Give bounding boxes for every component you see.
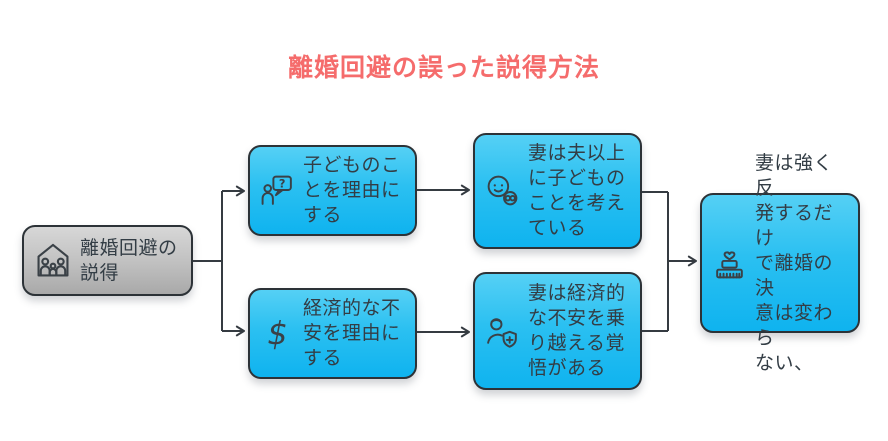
svg-text:$: $ [267,315,287,352]
family-home-icon [33,241,73,281]
mother-child-icon [484,173,521,210]
node-label: 妻は夫以上 に子どもの ことを考え ている [528,143,626,239]
node-label: 妻は経済的 な不安を乗 り越える覚 悟がある [528,283,626,379]
node-label: 経済的な不 安を理由に する [303,298,401,369]
node-reason-child: ? 子どものこ とを理由に する [248,145,417,236]
node-conclusion: 妻は強く反 発するだけ で離婚の決 意は変わら ない、 [700,153,860,374]
node-label: 子どものこ とを理由に する [303,155,401,226]
wedding-cake-icon [711,245,748,282]
person-question-icon: ? [259,172,296,209]
node-root: 離婚回避の 説得 [22,225,193,296]
edge-root-split [193,191,223,331]
svg-text:?: ? [279,177,286,190]
node-result-money: 妻は経済的 な不安を乗 り越える覚 悟がある [473,272,642,390]
node-reason-money: $ 経済的な不 安を理由に する [248,288,417,379]
node-label: 離婚回避の 説得 [80,237,178,284]
page-title: 離婚回避の誤った説得方法 [287,54,600,82]
dollar-icon: $ [259,315,296,352]
node-label: 妻は強く反 発するだけ で離婚の決 意は変わら ない、 [755,152,834,374]
edge-results-merge [642,191,669,332]
node-result-child: 妻は夫以上 に子どもの ことを考え ている [473,133,642,249]
person-shield-icon [484,313,521,350]
